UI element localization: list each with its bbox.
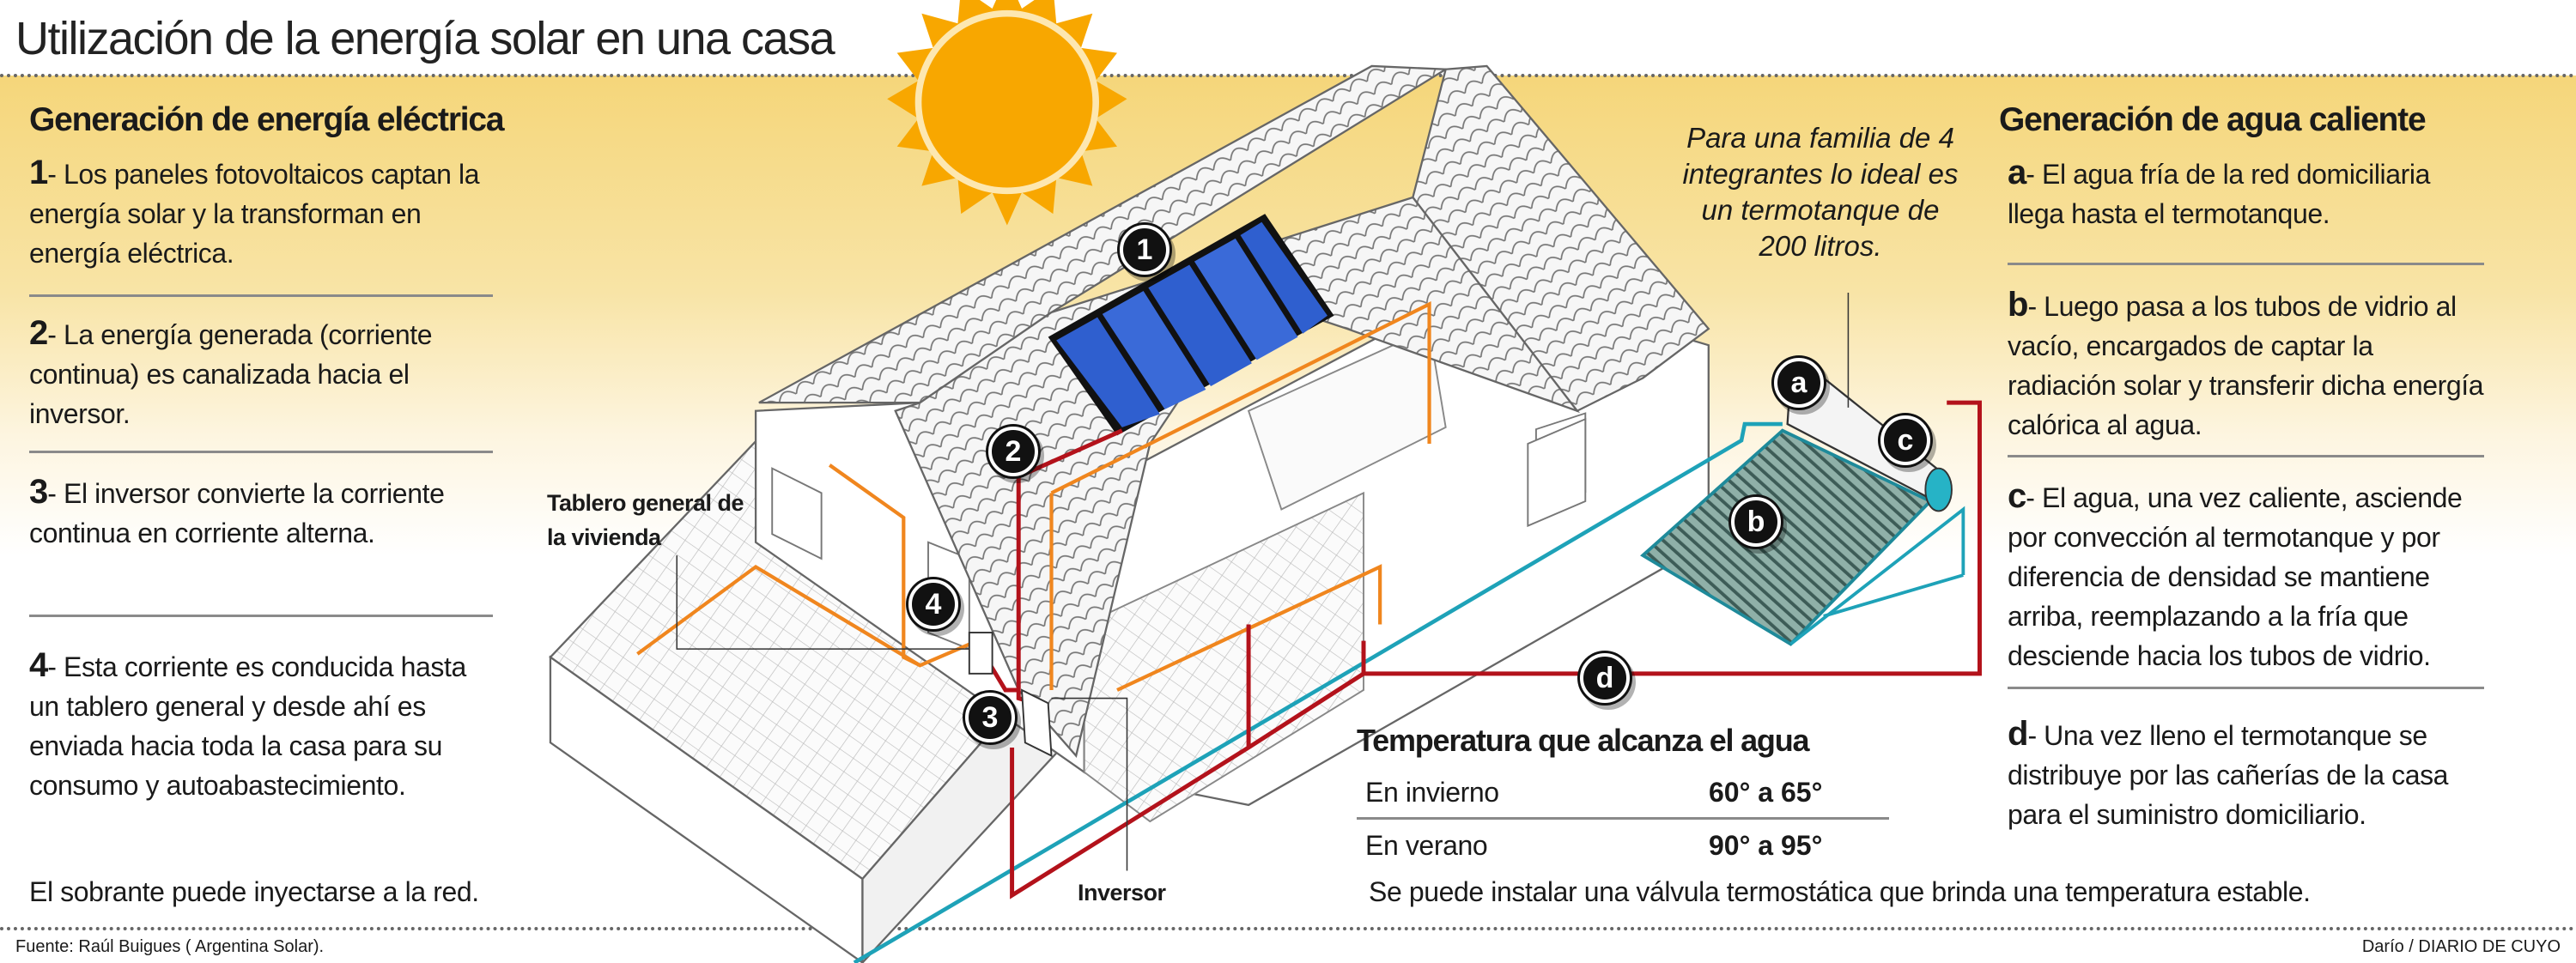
item-letter: b — [2008, 286, 2028, 324]
marker-d: d — [1580, 653, 1630, 703]
divider — [2008, 687, 2484, 689]
item-text: - Los paneles fotovoltaicos captan la en… — [29, 159, 480, 269]
divider — [29, 451, 493, 453]
solar-panels — [1048, 214, 1334, 436]
bottom-dotted-divider — [0, 927, 2576, 930]
divider — [2008, 455, 2484, 457]
water-heading: Generación de agua caliente — [1999, 101, 2427, 138]
inversor-box — [1020, 688, 1053, 758]
item-letter: a — [2008, 154, 2026, 191]
item-text: - Esta corriente es conducida hasta un t… — [29, 651, 466, 801]
item-text: - La energía generada (corriente continu… — [29, 319, 433, 429]
divider — [29, 615, 493, 617]
electric-wiring — [636, 300, 1431, 692]
author-credit: Darío / DIARIO DE CUYO — [2361, 937, 2561, 956]
temperature-heading: Temperatura que alcanza el agua — [1357, 723, 1810, 758]
water-item-a: a- El agua fría de la red domiciliaria l… — [2008, 153, 2488, 233]
tablero-label: Tablero general de la vivienda — [547, 490, 744, 550]
divider — [1357, 817, 1889, 820]
item-text: - El agua fría de la red domiciliaria ll… — [2008, 159, 2431, 229]
surplus-note: El sobrante puede inyectarse a la red. — [29, 876, 479, 907]
top-dotted-divider — [0, 74, 2576, 77]
temperature-row-summer: En verano — [1365, 826, 1846, 865]
tablero-box — [968, 632, 993, 675]
season-label: En invierno — [1365, 777, 1499, 808]
marker-b: b — [1731, 497, 1781, 547]
water-item-d: d- Una vez lleno el termotanque se distr… — [2008, 714, 2493, 834]
solar-water-heater — [1640, 292, 1965, 646]
divider — [2008, 263, 2484, 265]
main-roof — [758, 64, 1449, 404]
item-text: - El agua, una vez caliente, asciende po… — [2008, 482, 2463, 671]
item-number: 1 — [29, 154, 48, 191]
water-item-b: b- Luego pasa a los tubos de vidrio al v… — [2008, 285, 2484, 445]
summer-range: 90° a 95° — [1709, 830, 1823, 861]
marker-c: c — [1880, 415, 1930, 465]
item-number: 2 — [29, 314, 48, 352]
marker-1: 1 — [1120, 225, 1170, 275]
item-text: - Luego pasa a los tubos de vidrio al va… — [2008, 291, 2484, 440]
page-title: Utilización de la energía solar en una c… — [15, 13, 835, 64]
marker-4: 4 — [908, 579, 958, 629]
item-letter: c — [2008, 477, 2026, 515]
electric-item-4: 4- Esta corriente es conducida hasta un … — [29, 645, 484, 805]
electric-heading: Generación de energía eléctrica — [29, 101, 505, 138]
electric-item-3: 3- El inversor convierte la corriente co… — [29, 472, 476, 553]
item-text: - Una vez lleno el termotanque se distri… — [2008, 720, 2449, 830]
valve-note: Se puede instalar una válvula termostáti… — [1369, 876, 2311, 907]
electric-item-1: 1- Los paneles fotovoltaicos captan la e… — [29, 153, 510, 273]
inversor-label: Inversor — [1078, 880, 1166, 905]
sun-icon — [887, 0, 1127, 226]
water-item-c: c- El agua, una vez caliente, asciende p… — [2008, 476, 2493, 675]
item-text: - El inversor convierte la corriente con… — [29, 478, 445, 548]
electric-item-2: 2- La energía generada (corriente contin… — [29, 313, 510, 433]
temperature-row-winter: En invierno — [1365, 772, 1846, 812]
marker-3: 3 — [965, 693, 1015, 742]
cold-water-pipe — [853, 421, 1783, 963]
item-number: 3 — [29, 473, 48, 511]
family-quote: Para una familia de 4 integrantes lo ide… — [1682, 122, 1959, 262]
marker-a: a — [1774, 358, 1824, 408]
source-credit: Fuente: Raúl Buigues ( Argentina Solar). — [15, 937, 325, 956]
season-label: En verano — [1365, 830, 1488, 861]
divider — [29, 294, 493, 297]
item-letter: d — [2008, 715, 2028, 753]
marker-2: 2 — [988, 427, 1038, 476]
item-number: 4 — [29, 646, 48, 684]
winter-range: 60° a 65° — [1709, 777, 1823, 808]
